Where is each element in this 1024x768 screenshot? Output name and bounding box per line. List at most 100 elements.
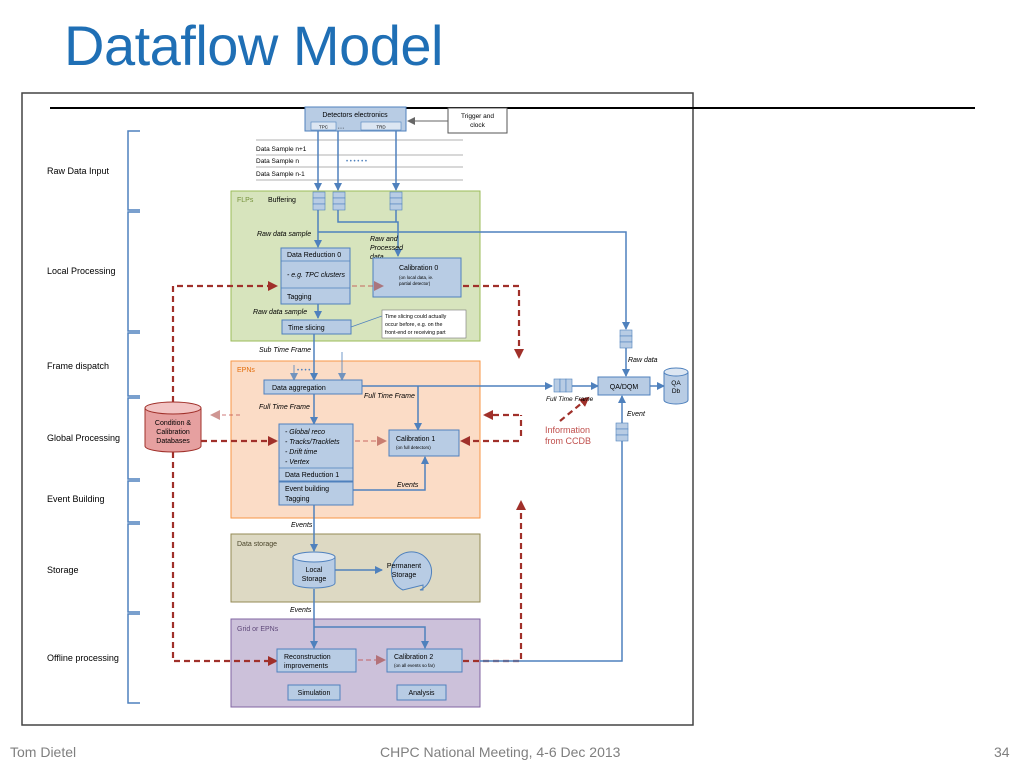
footer-author: Tom Dietel (10, 744, 77, 760)
qa-event-label: Event (627, 411, 646, 418)
stage-event-building: Event Building (47, 494, 105, 504)
storage-region-label: Data storage (237, 541, 277, 548)
data-sample-dots: • • • • • • (346, 159, 367, 165)
qa-db-line1: QA (671, 380, 681, 387)
qa-raw-data-label: Raw data (628, 357, 658, 364)
drift-time-label: - Drift time (285, 449, 317, 456)
db-line2: Calibration (156, 429, 190, 436)
trigger-line1: Trigger and (461, 113, 494, 120)
stage-raw-data-input: Raw Data Input (47, 166, 110, 176)
calibration-0-sub2: partial detector) (399, 281, 431, 286)
simulation-label: Simulation (298, 690, 331, 697)
full-time-frame-right-label: Full Time Frame (364, 393, 415, 400)
local-storage-line1: Local (306, 567, 323, 574)
tagging-label-flp: Tagging (287, 294, 312, 301)
stage-offline-processing: Offline processing (47, 653, 119, 663)
data-sample-n: Data Sample n (256, 158, 299, 165)
global-reco-label: - Global reco (285, 429, 325, 436)
footer-event: CHPC National Meeting, 4-6 Dec 2013 (380, 744, 621, 760)
vertex-label: - Vertex (285, 459, 310, 466)
note-connector (350, 315, 383, 328)
calibration-1-sub: (on full detectors) (396, 445, 431, 450)
qa-db-line2: Db (672, 388, 681, 395)
buffer-icon-3 (389, 191, 403, 211)
qa-db-cylinder (663, 367, 689, 405)
storage-region (230, 533, 481, 603)
event-building-label: Event building (285, 486, 329, 493)
grid-region-label: Grid or EPNs (237, 626, 279, 633)
db-line3: Databases (156, 438, 190, 445)
buffer-icon-1 (312, 191, 326, 211)
note-line2: occur before, e.g. on the (385, 322, 442, 328)
readout-arrows (314, 131, 400, 191)
trd-cell (360, 121, 402, 131)
note-line1: Time slicing could actually (385, 314, 447, 320)
simulation-box (287, 684, 341, 701)
local-storage-line2: Storage (302, 576, 327, 583)
event-building-box (278, 481, 354, 506)
reconstruction-line2: improvements (284, 663, 328, 670)
info-ccdb-line2: from CCDB (545, 436, 591, 446)
flp-region-label: FLPs (237, 197, 254, 204)
analysis-label: Analysis (408, 690, 435, 697)
raw-processed-line2: Processed (370, 245, 404, 252)
raw-data-sample-label: Raw data sample (257, 231, 311, 238)
data-sample-n-minus-1: Data Sample n-1 (256, 171, 305, 178)
stage-storage: Storage (47, 565, 79, 575)
info-ccdb-line1: Information (545, 425, 590, 435)
dashed-calibration-arrows (171, 281, 590, 666)
offline-to-calib2-arrow (314, 626, 429, 649)
calibration-0-sub1: (on local data, ie. (399, 275, 433, 280)
raw-processed-line1: Raw and (370, 236, 399, 243)
data-aggregation-label: Data aggregation (272, 385, 326, 392)
tagging-label-epn: Tagging (285, 496, 310, 503)
calibration-2-label: Calibration 2 (394, 654, 433, 661)
trigger-line2: clock (470, 122, 486, 129)
flp-flow-arrows (310, 210, 630, 381)
calibration-1-box (388, 429, 460, 457)
qa-dqm-box (597, 376, 651, 396)
qa-buffer-left (553, 378, 573, 393)
tracks-label: - Tracks/Tracklets (285, 439, 340, 446)
data-sample-lines (256, 139, 463, 181)
tpc-label: TPC (319, 125, 329, 130)
reconstruction-box (276, 648, 357, 673)
tpc-cell (310, 121, 337, 131)
data-reduction-1-label: Data Reduction 1 (285, 472, 339, 479)
epn-region-label: EPNs (237, 367, 255, 374)
trd-label: TRD (376, 125, 386, 130)
calibration-0-label: Calibration 0 (399, 265, 438, 272)
sub-time-frame-arrows (290, 352, 346, 381)
detector-dots: … (338, 124, 345, 131)
local-storage-cylinder (292, 551, 336, 589)
stage-local-processing: Local Processing (47, 266, 116, 276)
data-sample-n-plus-1: Data Sample n+1 (256, 146, 307, 153)
analysis-box (396, 684, 447, 701)
detectors-electronics-label: Detectors electronics (322, 112, 388, 119)
calibration-2-sub: (on all events so far) (394, 663, 435, 668)
qa-dqm-label: QA/DQM (610, 384, 639, 391)
qa-full-time-frame-label: Full Time Frame (546, 396, 594, 403)
reconstruction-line1: Reconstruction (284, 654, 331, 661)
stage-brackets (127, 130, 140, 704)
full-time-frame-label: Full Time Frame (259, 404, 310, 411)
calibration-1-label: Calibration 1 (396, 436, 435, 443)
tpc-clusters-label: - e.g. TPC clusters (287, 272, 345, 279)
epn-dots: • • • • (297, 368, 310, 374)
offline-events-label: Events (290, 607, 312, 614)
qa-buffer-bottom (615, 422, 629, 442)
calibration-2-box (386, 648, 463, 673)
storage-events-label: Events (291, 522, 313, 529)
stage-global-processing: Global Processing (47, 433, 120, 443)
trigger-clock-box (447, 107, 508, 134)
permanent-storage-line2: Storage (392, 572, 417, 579)
time-slicing-note (381, 309, 467, 339)
note-line3: front-end or receiving part (385, 330, 446, 336)
data-reduction-0-label: Data Reduction 0 (287, 252, 341, 259)
data-reduction-0-box (280, 247, 351, 305)
raw-data-sample-2-label: Raw data sample (253, 309, 307, 316)
db-line1: Condition & (155, 420, 192, 427)
permanent-storage-line1: Permanent (387, 563, 421, 570)
epn-flow-arrows (310, 382, 553, 552)
